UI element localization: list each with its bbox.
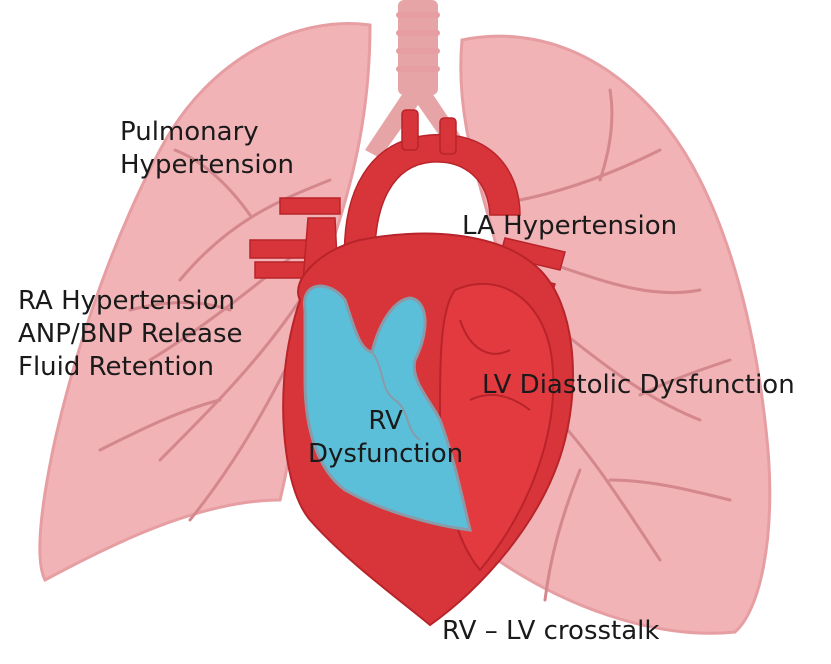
label-ra-hypertension: RA Hypertension ANP/BNP Release Fluid Re… <box>18 285 243 384</box>
label-line: Hypertension <box>120 149 294 182</box>
label-pulmonary-hypertension: Pulmonary Hypertension <box>120 116 294 182</box>
label-la-hypertension: LA Hypertension <box>462 210 677 243</box>
label-line: ANP/BNP Release <box>18 318 243 351</box>
label-line: Dysfunction <box>308 438 463 471</box>
label-line: Fluid Retention <box>18 351 243 384</box>
label-rv-lv-crosstalk: RV – LV crosstalk <box>442 615 659 648</box>
label-line: RV <box>308 405 463 438</box>
label-lv-diastolic-dysfunction: LV Diastolic Dysfunction <box>482 369 795 402</box>
label-line: RA Hypertension <box>18 285 243 318</box>
label-rv-dysfunction: RV Dysfunction <box>308 405 463 471</box>
label-line: Pulmonary <box>120 116 294 149</box>
